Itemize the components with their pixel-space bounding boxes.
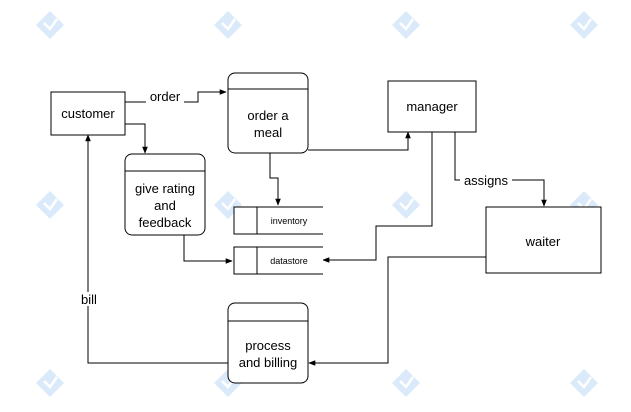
flow-label-bill: bill	[81, 292, 97, 307]
process-billing[interactable]: process and billing	[227, 302, 309, 384]
process-billing-label-2: and billing	[239, 355, 298, 370]
datastore-datastore-label: datastore	[270, 256, 308, 266]
datastore-inventory-label: inventory	[271, 216, 308, 226]
process-order-meal-label-2: meal	[254, 125, 282, 140]
flow-order-manager-line	[308, 131, 411, 151]
flow-customer-rating-line	[125, 123, 148, 154]
process-billing-label-1: process	[245, 338, 291, 353]
process-order-meal-label-1: order a	[247, 108, 289, 123]
process-give-rating[interactable]: give rating and feedback	[124, 153, 206, 236]
flow-assigns-line	[454, 132, 547, 207]
datastore-datastore[interactable]: datastore	[233, 246, 323, 275]
entity-waiter-label: waiter	[525, 234, 561, 249]
flow-bill-line	[85, 134, 228, 364]
flow-waiter-billing-line	[308, 256, 486, 366]
entity-waiter[interactable]: waiter	[485, 206, 602, 274]
entity-manager[interactable]: manager	[387, 80, 477, 133]
process-order-meal[interactable]: order a meal	[227, 72, 309, 154]
entity-manager-label: manager	[406, 99, 458, 114]
watermark-logo-icon	[34, 9, 600, 399]
flow-label-order: order	[150, 89, 181, 104]
datastore-inventory[interactable]: inventory	[233, 206, 323, 235]
process-rating-label-1: give rating	[135, 181, 195, 196]
entity-customer-label: customer	[61, 106, 115, 121]
flow-manager-datastore-line	[322, 132, 433, 263]
process-rating-label-3: feedback	[139, 215, 192, 230]
watermark-layer	[34, 9, 600, 399]
process-rating-label-2: and	[154, 198, 176, 213]
flow-order-inventory-line	[269, 153, 281, 206]
flow-rating-datastore-line	[183, 235, 233, 264]
entity-customer[interactable]: customer	[50, 91, 126, 136]
flow-label-assigns: assigns	[464, 173, 509, 188]
